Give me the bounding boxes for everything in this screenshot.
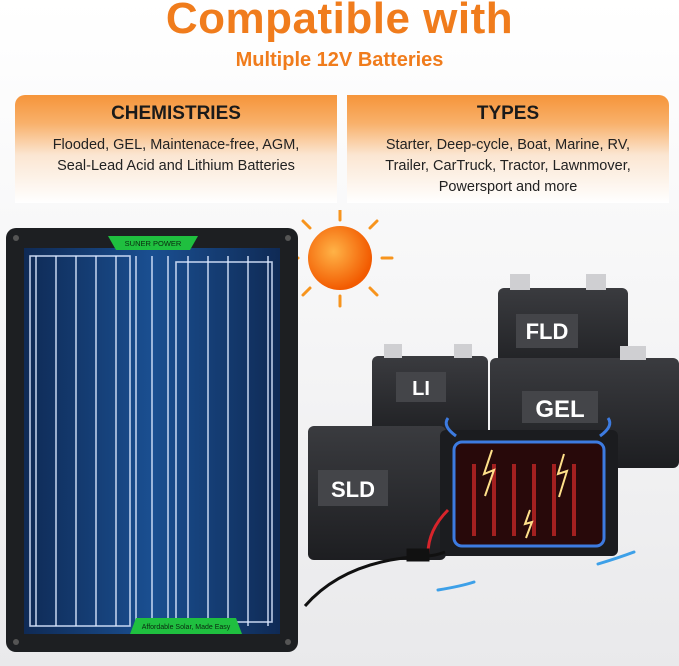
lightning-icon — [482, 449, 569, 539]
types-text: Starter, Deep-cycle, Boat, Marine, RV, T… — [385, 137, 631, 195]
chemistries-panel: CHEMISTRIES Flooded, GEL, Maintenace-fre… — [15, 95, 337, 203]
types-title: TYPES — [476, 103, 540, 124]
battery-fld: FLD — [498, 274, 628, 378]
battery-gel-label: GEL — [535, 396, 584, 423]
battery-cutaway — [426, 417, 618, 556]
battery-fld-label: FLD — [526, 319, 569, 344]
product-scene: FLD GEL LI SLD — [6, 210, 679, 652]
page-subtitle: Multiple 12V Batteries — [235, 49, 444, 71]
chemistries-title: CHEMISTRIES — [111, 103, 241, 124]
types-panel: TYPES Starter, Deep-cycle, Boat, Marine,… — [347, 95, 669, 203]
battery-li: LI — [372, 344, 488, 442]
battery-li-label: LI — [412, 378, 430, 400]
solar-panel: SUNER POWER Affordable Solar, Made Easy — [6, 228, 298, 652]
chemistries-text: Flooded, GEL, Maintenace-free, AGM, Seal… — [52, 137, 300, 174]
arrow-icon — [436, 550, 636, 592]
battery-sld: SLD — [308, 426, 446, 560]
solar-tagline-label: Affordable Solar, Made Easy — [142, 624, 231, 631]
battery-sld-label: SLD — [331, 477, 375, 502]
charging-cable — [303, 548, 446, 607]
page-title: Compatible with — [165, 0, 514, 43]
solar-brand-label: SUNER POWER — [125, 239, 182, 248]
sun-icon — [286, 210, 394, 308]
